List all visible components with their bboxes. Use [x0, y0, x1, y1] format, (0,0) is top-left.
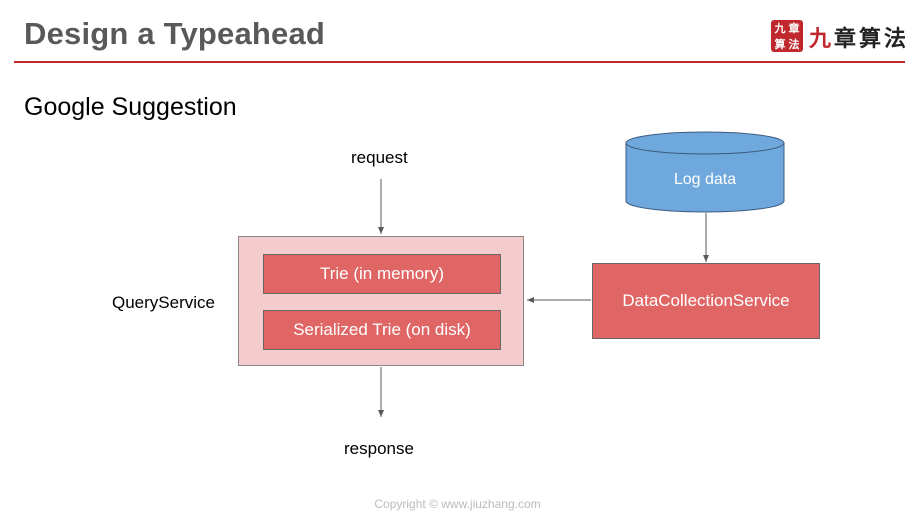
logo-seal-icon: 九章算法 [771, 20, 803, 52]
slide-subtitle: Google Suggestion [24, 93, 237, 121]
copyright-footer: Copyright © www.jiuzhang.com [374, 497, 541, 511]
logo-text: 九章算法 [809, 26, 910, 52]
response-label: response [344, 439, 414, 458]
request-label: request [351, 148, 408, 167]
log-data-cylinder: Log data [625, 131, 785, 213]
jiuzhang-logo: 九章算法 九章算法 [771, 20, 906, 54]
title-divider [14, 61, 905, 63]
trie-disk-label: Serialized Trie (on disk) [293, 320, 471, 339]
data-collection-service-box: DataCollectionService [592, 263, 820, 339]
database-icon [625, 131, 785, 213]
data-collection-label: DataCollectionService [622, 291, 790, 310]
slide-title: Design a Typeahead [24, 16, 326, 51]
trie-memory-label: Trie (in memory) [319, 264, 445, 283]
trie-disk-box: Serialized Trie (on disk) [263, 310, 501, 350]
log-data-label: Log data [673, 171, 737, 188]
query-service-label: QueryService [112, 293, 215, 312]
trie-memory-box: Trie (in memory) [263, 254, 501, 294]
